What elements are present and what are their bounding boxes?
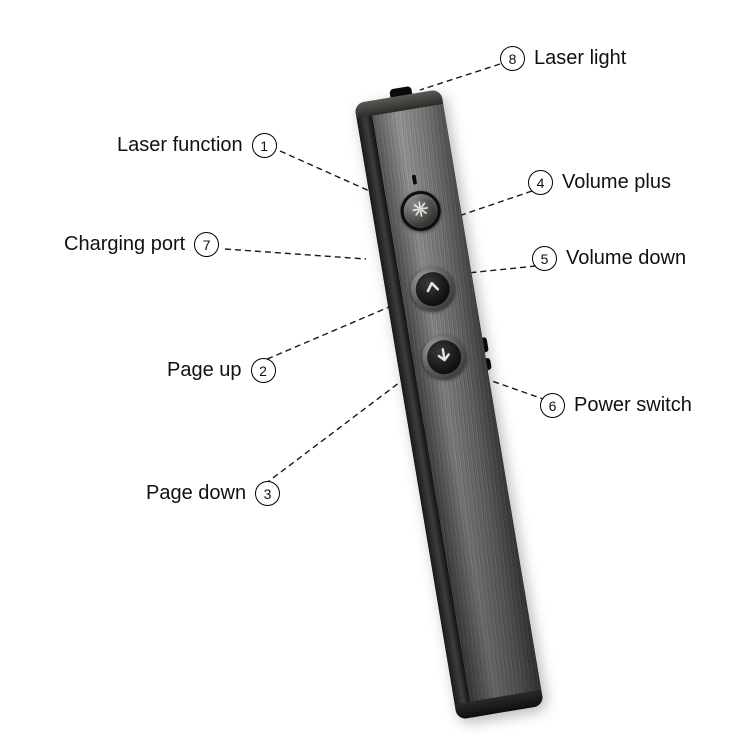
chevron-up-icon xyxy=(421,275,445,303)
callout-label: Page up xyxy=(167,359,242,381)
callout-number: 5 xyxy=(532,246,557,271)
callout-laser-light: 8 Laser light xyxy=(500,46,626,71)
page-up-button xyxy=(407,263,459,315)
callout-number: 2 xyxy=(250,358,276,383)
callout-number: 6 xyxy=(540,393,565,418)
leader-page-up xyxy=(257,297,411,364)
callout-label: Charging port xyxy=(64,233,186,255)
device-body xyxy=(354,89,544,720)
callout-label: Page down xyxy=(146,482,247,504)
callout-page-up: Page up 2 xyxy=(167,358,276,383)
callout-volume-down: 5 Volume down xyxy=(532,246,686,271)
burst-icon xyxy=(410,198,432,224)
device-front-face xyxy=(369,89,544,718)
page-up-button-core xyxy=(413,269,453,309)
callout-page-down: Page down 3 xyxy=(146,481,281,506)
callout-label: Volume plus xyxy=(562,171,671,193)
callout-number: 3 xyxy=(255,481,281,506)
leader-charging-port xyxy=(224,248,367,260)
leader-page-down xyxy=(264,366,421,485)
page-down-button-core xyxy=(424,337,464,377)
callout-label: Volume down xyxy=(566,247,687,269)
callout-laser-function: Laser function 1 xyxy=(117,133,277,158)
callout-label: Laser light xyxy=(534,47,627,69)
laser-button xyxy=(397,187,444,235)
arrow-down-icon xyxy=(432,343,456,371)
callout-power-switch: 6 Power switch xyxy=(540,393,692,418)
callout-label: Power switch xyxy=(574,394,692,416)
callout-label: Laser function xyxy=(117,134,243,156)
page-down-button xyxy=(418,331,470,383)
presentation-remote xyxy=(354,85,544,720)
callout-number: 8 xyxy=(500,46,525,71)
callout-number: 7 xyxy=(194,232,220,257)
callout-number: 4 xyxy=(528,170,553,195)
callout-charging-port: Charging port 7 xyxy=(64,232,220,257)
callout-volume-plus: 4 Volume plus xyxy=(528,170,671,195)
leader-laser-light xyxy=(419,63,501,91)
callout-number: 1 xyxy=(251,133,277,158)
